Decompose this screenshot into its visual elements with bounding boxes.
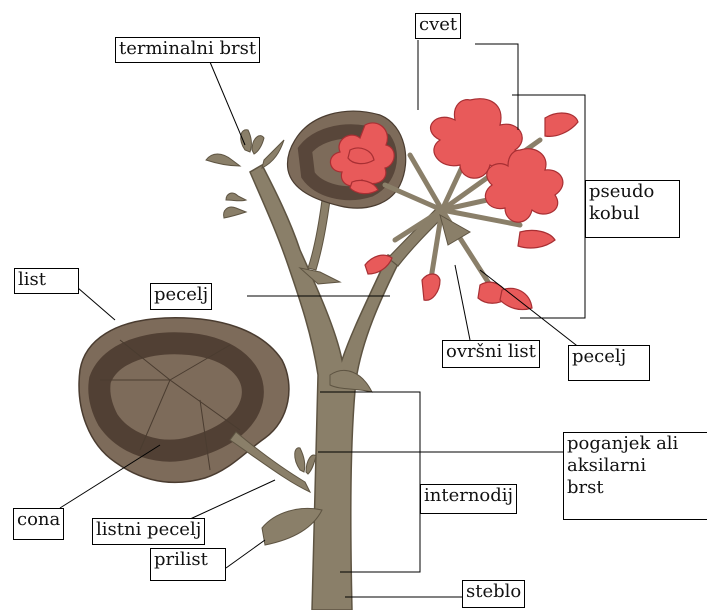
- label-pecelj-stem: pecelj: [150, 283, 212, 310]
- upper-leaf-petiole: [308, 200, 330, 270]
- label-listni-pecelj: listni pecelj: [92, 518, 205, 545]
- label-internodij: internodij: [420, 484, 517, 514]
- label-poganjek: poganjek ali aksilarni brst: [563, 432, 707, 520]
- label-steblo: steblo: [462, 580, 525, 608]
- label-pseudo-kobul: pseudo kobul: [585, 180, 680, 238]
- label-cvet: cvet: [415, 13, 461, 39]
- bract: [440, 215, 470, 245]
- label-prilist: prilist: [150, 548, 226, 581]
- label-list: list: [14, 268, 79, 294]
- label-ovrsni-list: ovršni list: [442, 340, 540, 368]
- label-terminalni-brst: terminalni brst: [115, 37, 260, 63]
- axillary-bud: [295, 448, 316, 474]
- prilist-stipule: [262, 508, 322, 545]
- label-cona: cona: [13, 508, 64, 540]
- label-pecelj-flower: pecelj: [568, 345, 650, 381]
